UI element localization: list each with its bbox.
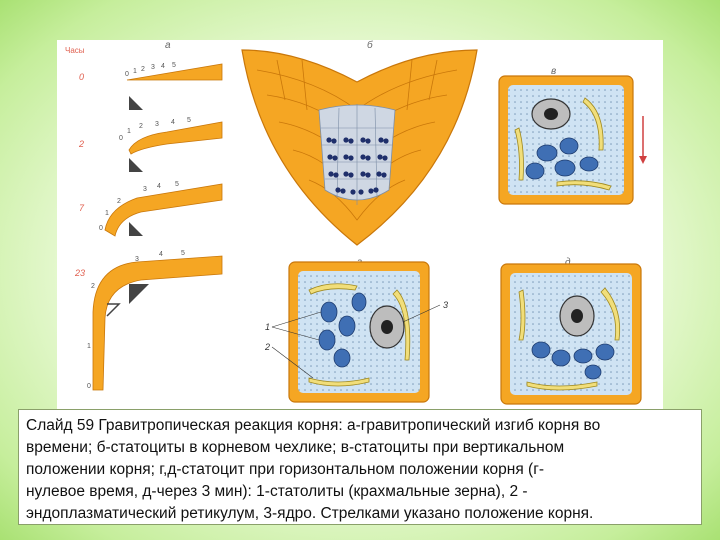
gravity-wedge-2	[129, 158, 143, 172]
svg-text:0: 0	[125, 71, 129, 78]
svg-text:0: 0	[87, 383, 91, 390]
svg-text:2: 2	[91, 283, 95, 290]
label-3: 3	[443, 300, 448, 310]
caption-line: положении корня; г,д-статоцит при горизо…	[26, 461, 545, 478]
gravity-wedge-23	[129, 284, 149, 304]
svg-text:3: 3	[151, 64, 155, 71]
svg-text:1: 1	[105, 210, 109, 217]
time-label-23: 23	[74, 268, 85, 278]
root-time-0	[126, 63, 223, 81]
time-label-2: 2	[78, 139, 84, 149]
label-2: 2	[264, 342, 270, 352]
bend-angle-mark	[106, 303, 121, 317]
er-d	[518, 287, 621, 391]
panel-letter-d: д	[565, 257, 571, 268]
er-g	[308, 283, 411, 387]
caption-line: Слайд 59 Гравитропическая реакция корня:…	[26, 417, 601, 434]
svg-text:5: 5	[175, 181, 179, 188]
root-ticks-0: 0 1 2 3 4 5	[125, 62, 176, 78]
er-v	[514, 97, 612, 191]
label-1: 1	[265, 322, 270, 332]
svg-text:5: 5	[181, 250, 185, 257]
svg-text:4: 4	[157, 183, 161, 190]
columella-grid	[321, 104, 393, 205]
gravity-wedge-7	[129, 222, 143, 236]
svg-text:5: 5	[187, 117, 191, 124]
time-label-7: 7	[79, 203, 85, 213]
gravity-wedge-0	[129, 96, 143, 110]
svg-text:3: 3	[155, 121, 159, 128]
svg-text:4: 4	[161, 63, 165, 70]
svg-text:4: 4	[159, 251, 163, 258]
statoliths-d	[531, 341, 615, 380]
time-label-0: 0	[79, 72, 84, 82]
root-ticks-7: 0 1 2 3 4 5	[99, 181, 179, 232]
panel-a-root-bending: а Часы 0 0 1 2 3 4 5 2 0 1 2 3 4	[65, 40, 223, 391]
panel-letter-b: б	[367, 40, 373, 51]
svg-text:4: 4	[171, 119, 175, 126]
svg-text:1: 1	[127, 128, 131, 135]
caption-line: нулевое время, д-через 3 мин): 1-статоли…	[26, 483, 528, 500]
figure-panel: а Часы 0 0 1 2 3 4 5 2 0 1 2 3 4	[57, 40, 663, 411]
hours-header: Часы	[65, 46, 85, 55]
panel-letter-v: в	[551, 66, 556, 77]
slide-caption: Слайд 59 Гравитропическая реакция корня:…	[18, 409, 702, 525]
svg-text:0: 0	[119, 135, 123, 142]
columella-statoliths	[326, 137, 389, 195]
svg-text:3: 3	[143, 186, 147, 193]
figure-svg: а Часы 0 0 1 2 3 4 5 2 0 1 2 3 4	[65, 40, 647, 405]
panel-v-statocyte-vertical: в	[498, 66, 647, 205]
statoliths-g	[318, 292, 367, 368]
root-time-7	[104, 183, 223, 237]
root-time-2	[128, 121, 223, 155]
svg-text:2: 2	[141, 66, 145, 73]
svg-text:3: 3	[135, 256, 139, 263]
caption-line: времени; б-статоциты в корневом чехлике;…	[26, 439, 565, 456]
caption-line: эндоплазматический ретикулум, 3-ядро. Ст…	[26, 505, 594, 522]
svg-text:2: 2	[139, 123, 143, 130]
svg-text:1: 1	[87, 343, 91, 350]
svg-text:1: 1	[133, 68, 137, 75]
panel-b-root-cap: б	[241, 40, 478, 246]
root-time-23	[92, 255, 223, 391]
svg-text:2: 2	[117, 198, 121, 205]
panel-d-statocyte-3min: д	[500, 257, 642, 405]
panel-letter-a: а	[165, 40, 171, 51]
svg-text:0: 0	[99, 225, 103, 232]
root-ticks-2: 0 1 2 3 4 5	[119, 117, 191, 142]
statoliths-v	[525, 137, 599, 180]
leader-lines	[271, 304, 441, 379]
root-ticks-23: 0 1 2 3 4 5	[87, 250, 185, 390]
panel-g-statocyte-horizontal: г 1 2 3	[264, 257, 448, 403]
svg-text:5: 5	[172, 62, 176, 69]
